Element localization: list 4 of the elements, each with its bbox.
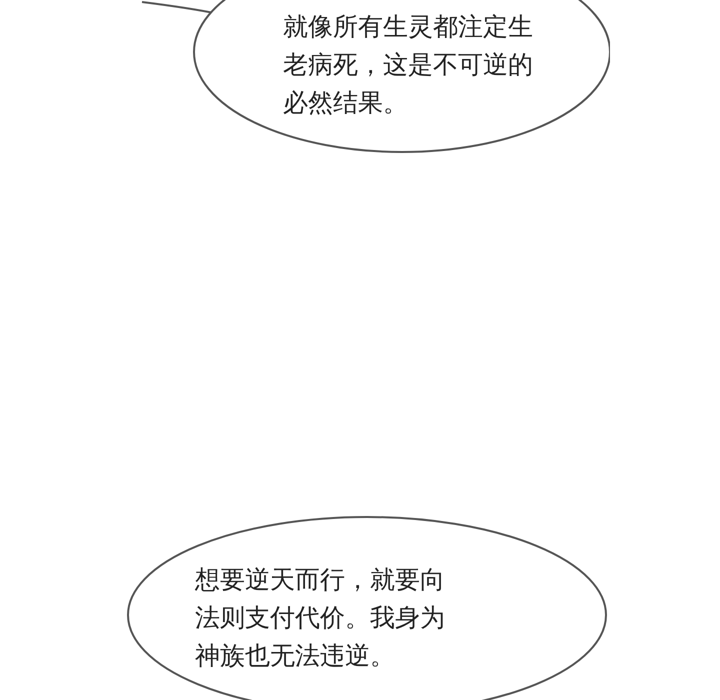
speech-text: 就像所有生灵都注定生老病死，这是不可逆的必然结果。 <box>283 11 533 119</box>
speech-bubble <box>126 515 608 700</box>
speech-text: 想要逆天而行，就要向法则支付代价。我身为神族也无法违逆。 <box>195 564 446 672</box>
speech-bubble <box>140 0 610 155</box>
